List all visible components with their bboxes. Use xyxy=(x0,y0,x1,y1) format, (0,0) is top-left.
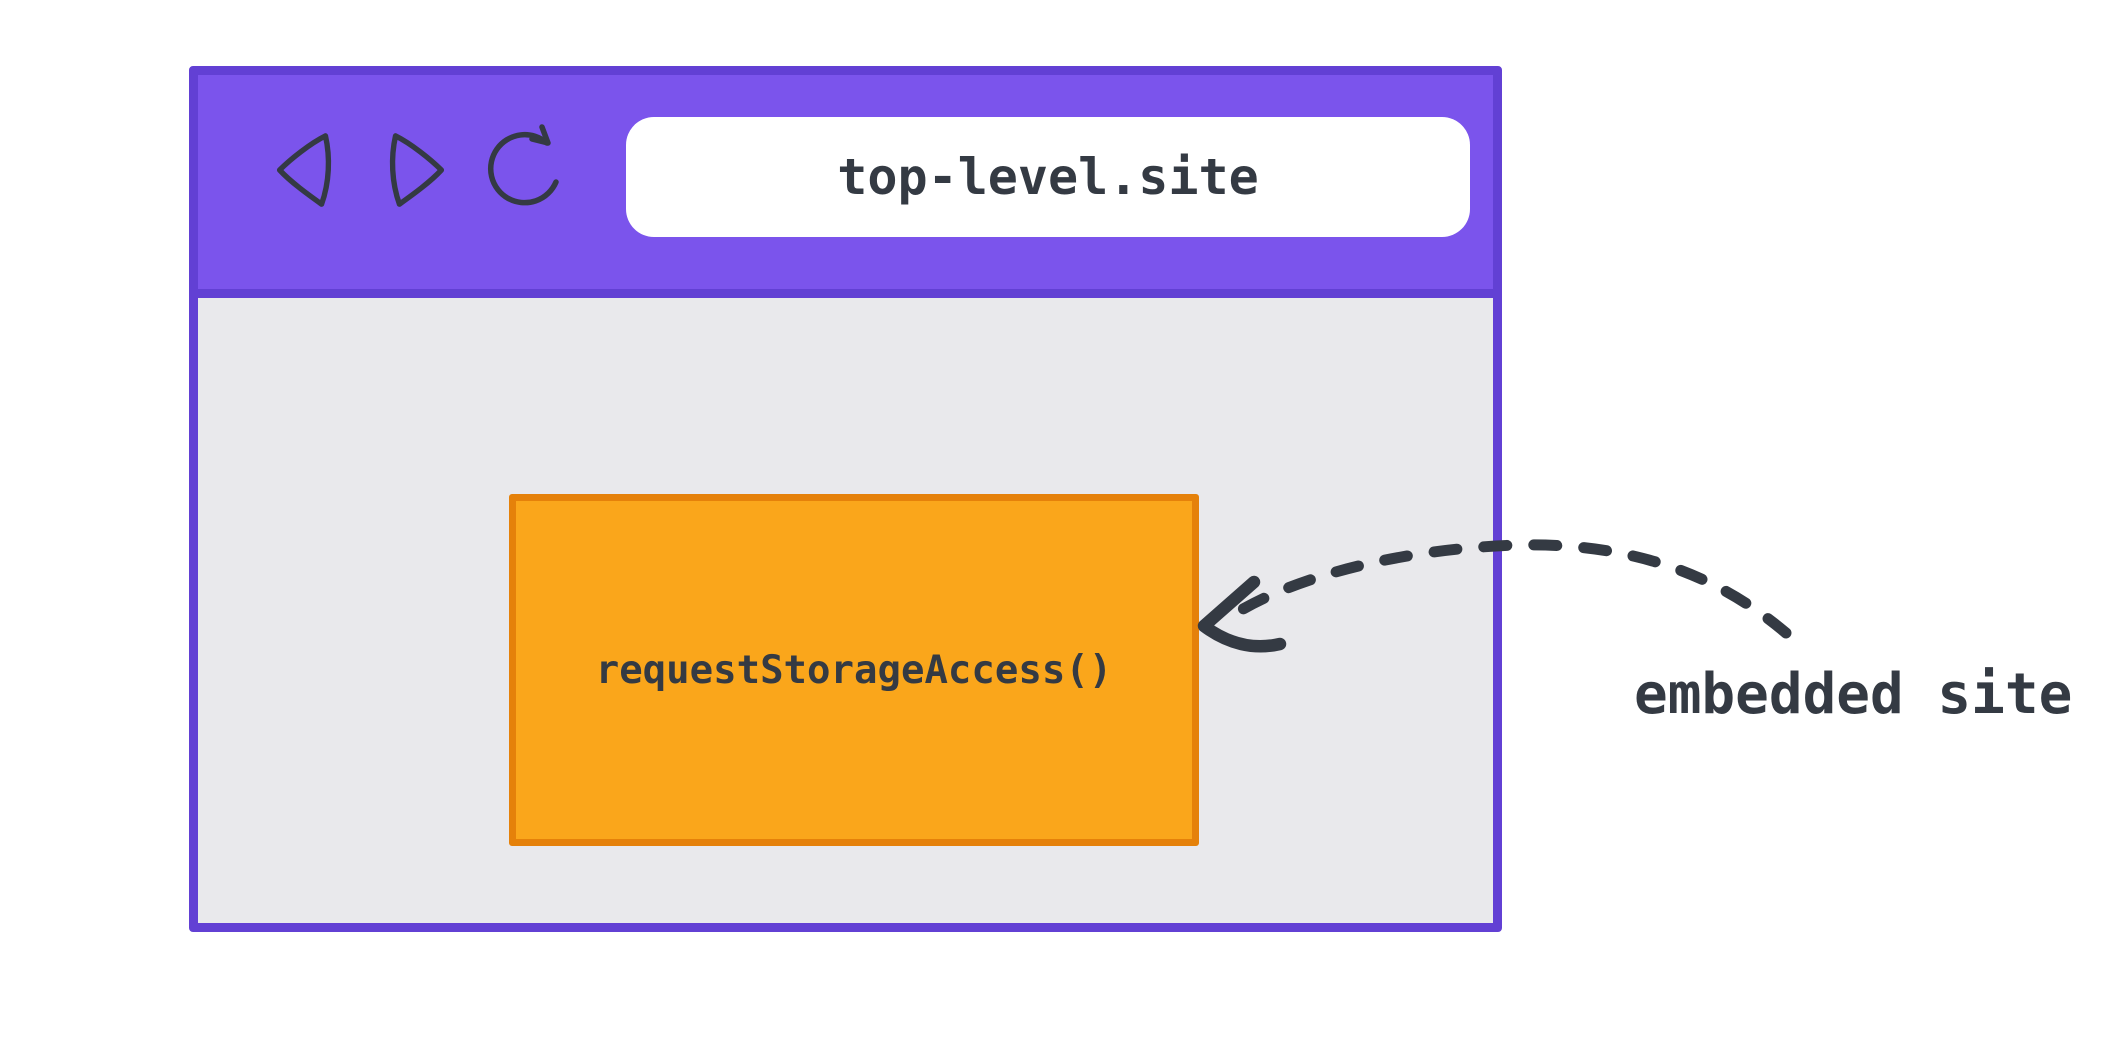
back-icon xyxy=(276,133,332,207)
forward-button[interactable] xyxy=(386,130,448,210)
url-bar[interactable]: top-level.site xyxy=(626,117,1470,237)
browser-titlebar: top-level.site xyxy=(198,75,1493,298)
url-text: top-level.site xyxy=(837,148,1259,206)
reload-icon xyxy=(488,124,559,206)
browser-window: top-level.site requestStorageAccess() xyxy=(189,66,1502,932)
annotation-label: embedded site xyxy=(1634,662,2073,727)
reload-button[interactable] xyxy=(485,124,569,214)
forward-icon xyxy=(389,133,445,207)
embedded-frame[interactable]: requestStorageAccess() xyxy=(509,494,1199,846)
embedded-frame-label: requestStorageAccess() xyxy=(595,647,1113,693)
back-button[interactable] xyxy=(273,130,335,210)
